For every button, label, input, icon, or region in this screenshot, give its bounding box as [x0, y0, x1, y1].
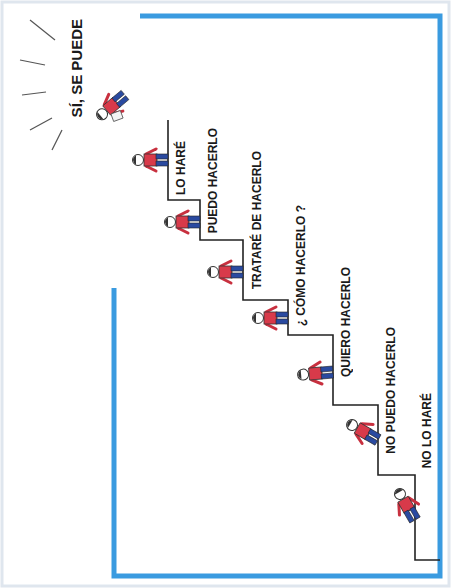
step-label: QUIERO HACERLO — [340, 267, 352, 377]
step-label: PUEDO HACERLO — [207, 128, 219, 233]
step-label: LO HARÉ — [175, 141, 187, 195]
light-rays — [20, 20, 62, 150]
staircase — [168, 120, 440, 560]
heading: SÍ, SE PUEDE — [69, 19, 84, 117]
step-label: NO PUEDO HACERLO — [385, 327, 397, 454]
step-label: NO LO HARÉ — [421, 393, 433, 468]
blue-border — [114, 16, 440, 576]
jumping-figure — [91, 87, 132, 127]
step-label: ¿ CÓMO HACERLO ? — [295, 205, 307, 326]
step-figures — [133, 149, 425, 526]
step-label: TRATARÉ DE HACERLO — [251, 151, 263, 289]
